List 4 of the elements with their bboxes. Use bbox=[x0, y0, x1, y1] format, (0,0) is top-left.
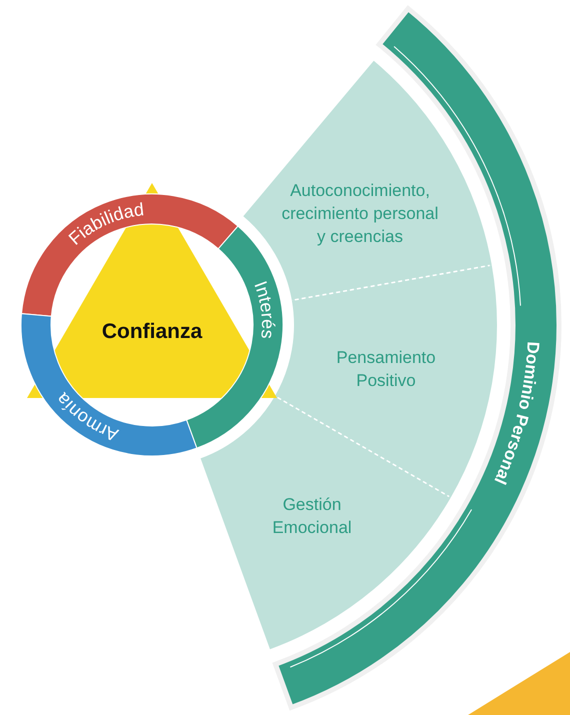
sector-label: Gestión Emocional bbox=[272, 495, 352, 537]
sector-label: Autoconocimiento, crecimiento personal y creencias bbox=[282, 181, 438, 246]
sector-label: Pensamiento Positivo bbox=[336, 348, 436, 390]
center-label: Confianza bbox=[102, 320, 202, 343]
